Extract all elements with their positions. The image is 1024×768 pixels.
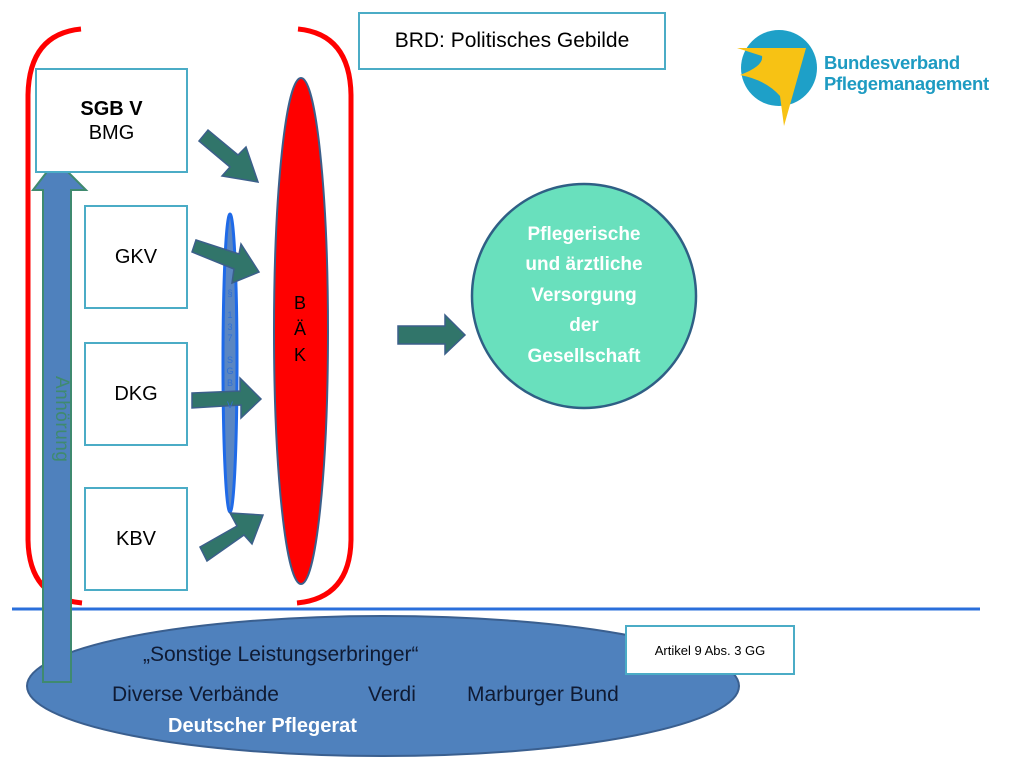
baek-letter: B bbox=[293, 293, 306, 313]
logo-line1: Bundesverband bbox=[824, 52, 960, 73]
article-box: Artikel 9 Abs. 3 GG bbox=[625, 625, 795, 675]
item-diverse-verbaende: Diverse Verbände bbox=[112, 683, 279, 706]
anhoerung-label: Anhörung bbox=[51, 376, 72, 463]
result-circle-text: Pflegerische und ärztliche Versorgung de… bbox=[486, 220, 682, 372]
result-line: und ärztliche bbox=[525, 254, 643, 276]
actor-box-dkg: DKG bbox=[84, 342, 188, 446]
arrow-to-result bbox=[397, 313, 467, 356]
strip-char: § bbox=[227, 288, 233, 298]
arrow-kbv-to-baek bbox=[199, 512, 265, 563]
actor-label: GKV bbox=[114, 245, 158, 268]
title-box: BRD: Politisches Gebilde bbox=[358, 12, 666, 70]
item-deutscher-pflegerat: Deutscher Pflegerat bbox=[168, 715, 357, 737]
article-label: Artikel 9 Abs. 3 GG bbox=[654, 642, 766, 658]
sonstige-heading: „Sonstige Leistungserbringer“ bbox=[143, 643, 419, 666]
logo-line2: Pflegemanagement bbox=[824, 73, 989, 95]
strip-char: 3 bbox=[227, 321, 233, 332]
strip-char: G bbox=[226, 366, 234, 377]
right-bracket bbox=[296, 26, 354, 606]
baek-label: B Ä K bbox=[285, 290, 315, 368]
result-line: Gesellschaft bbox=[527, 345, 641, 367]
item-verdi: Verdi bbox=[368, 683, 416, 706]
strip-char: V bbox=[226, 399, 233, 410]
sgb-v-label: SGB V bbox=[80, 97, 143, 120]
baek-letter: K bbox=[293, 345, 306, 366]
baek-ellipse bbox=[273, 77, 329, 585]
sonstige-leistungserbringer-ellipse bbox=[26, 615, 740, 757]
actor-label: DKG bbox=[114, 382, 158, 405]
actor-box-kbv: KBV bbox=[84, 487, 188, 591]
bmg-label: BMG bbox=[88, 121, 135, 144]
arrow-gkv-to-baek bbox=[191, 239, 261, 285]
actor-box-gkv: GKV bbox=[84, 205, 188, 309]
arrow-bmg-to-baek bbox=[197, 128, 260, 183]
logo: Bundesverband Pflegemanagement bbox=[824, 52, 989, 95]
strip-char: B bbox=[226, 377, 233, 388]
logo-icon bbox=[737, 30, 817, 126]
result-line: der bbox=[569, 315, 599, 337]
strip-char bbox=[222, 299, 238, 310]
result-line: Versorgung bbox=[531, 284, 637, 306]
strip-char bbox=[222, 389, 238, 400]
paragraph-137-strip bbox=[221, 212, 239, 514]
strip-char bbox=[222, 344, 238, 355]
paragraph-137-label: § 1 3 7 S G B V bbox=[222, 288, 238, 411]
result-line: Pflegerische bbox=[527, 224, 641, 245]
title-text: BRD: Politisches Gebilde bbox=[394, 29, 630, 52]
result-circle bbox=[470, 182, 698, 410]
strip-char: S bbox=[226, 355, 233, 365]
baek-letter: Ä bbox=[293, 319, 306, 340]
strip-char: 7 bbox=[227, 332, 233, 343]
actor-label: KBV bbox=[115, 527, 157, 550]
anhoerung-arrow bbox=[30, 158, 89, 683]
sgb-v-bmg-box: SGB V BMG bbox=[35, 68, 188, 173]
arrow-dkg-to-baek bbox=[191, 376, 263, 420]
strip-char: 1 bbox=[227, 310, 233, 321]
item-marburger-bund: Marburger Bund bbox=[467, 683, 619, 706]
